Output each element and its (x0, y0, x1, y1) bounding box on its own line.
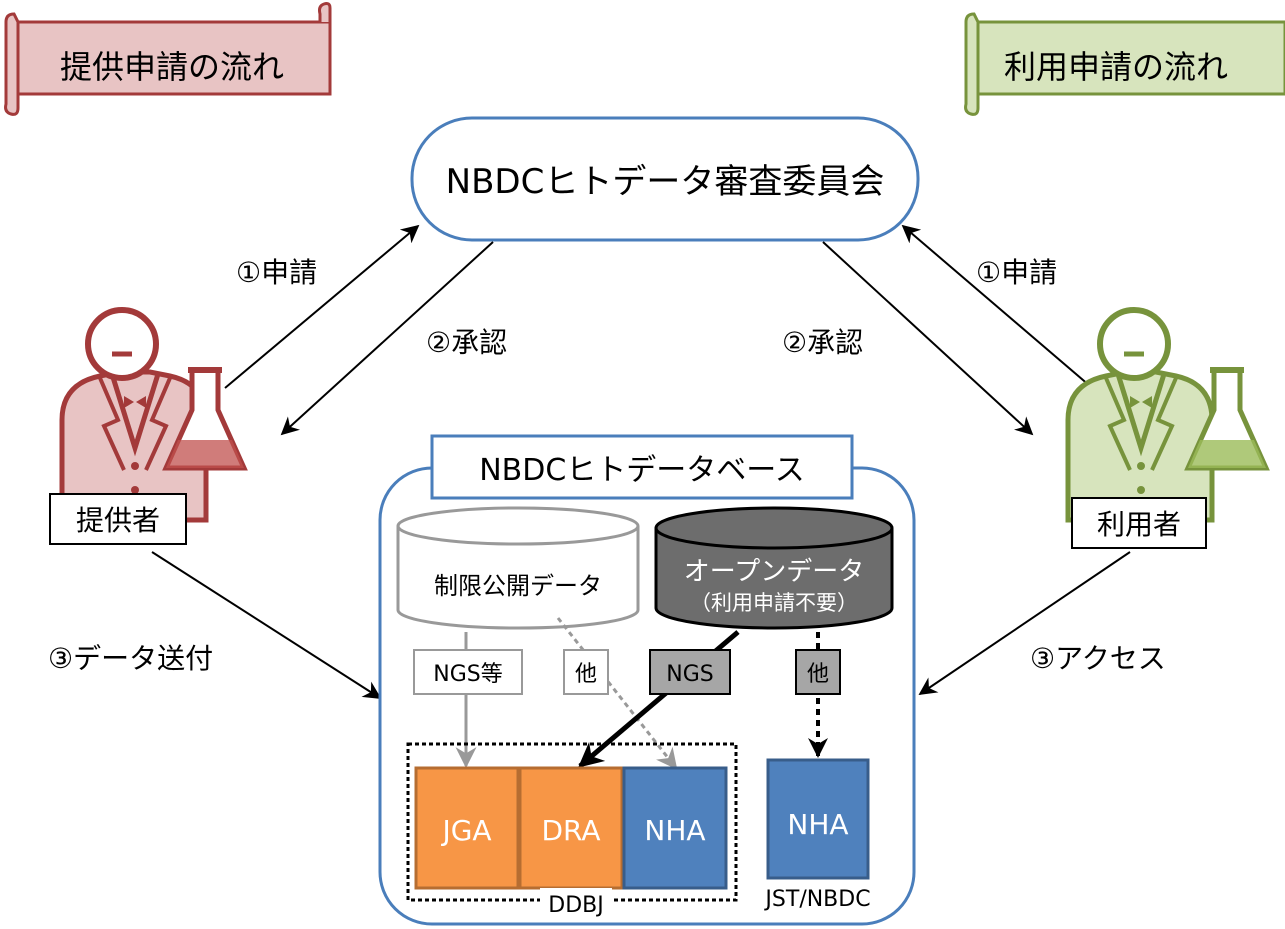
flask-icon (162, 367, 248, 471)
jst-nbdc-label: JST/NBDC (763, 887, 870, 912)
scroll-banner-icon (964, 12, 1285, 116)
right-access-arrow (918, 551, 1131, 696)
jga-box: JGA (414, 766, 520, 890)
flask-icon (1184, 367, 1270, 471)
right-approve-label: ②承認 (782, 326, 863, 359)
database-cylinder-icon (654, 506, 894, 630)
open-data-label: オープンデータ (684, 557, 864, 587)
nha-ddbj-box: NHA (622, 766, 728, 890)
right-approve-arrow (822, 241, 1034, 436)
svg-text:他: 他 (575, 662, 597, 687)
svg-text:NHA: NHA (644, 814, 705, 847)
database-title: NBDCヒトデータベース (479, 453, 805, 488)
restricted-other-flow-line (556, 617, 678, 770)
provision-flow-title: 提供申請の流れ (60, 48, 284, 86)
committee-node: NBDCヒトデータ審査委員会 (410, 116, 920, 242)
researcher-icon (59, 307, 209, 523)
tag-other-open: 他 (795, 649, 841, 695)
left-apply-arrow (224, 224, 420, 389)
provider-label: 提供者 (76, 504, 160, 537)
researcher-icon (1065, 307, 1215, 523)
left-send-label: ③データ送付 (48, 642, 213, 675)
left-approve-arrow (280, 241, 494, 436)
database-cylinder-icon (396, 506, 640, 630)
committee-label: NBDCヒトデータ審査委員会 (446, 162, 885, 202)
right-access-label: ③アクセス (1030, 642, 1166, 675)
svg-text:他: 他 (807, 662, 829, 687)
svg-text:DRA: DRA (541, 814, 600, 847)
open-data-cylinder: オープンデータ （利用申請不要） (654, 506, 894, 630)
usage-flow-banner: 利用申請の流れ (964, 12, 1285, 116)
svg-text:NGS等: NGS等 (433, 662, 502, 687)
flow-arrows (151, 224, 1131, 699)
ddbj-label: DDBJ (548, 893, 603, 918)
dra-box: DRA (518, 766, 624, 890)
tag-ngs-etc: NGS等 (413, 649, 523, 695)
svg-text:NGS: NGS (666, 662, 713, 687)
svg-text:JGA: JGA (440, 814, 491, 847)
left-send-arrow (151, 551, 382, 699)
restricted-data-cylinder: 制限公開データ (396, 506, 640, 630)
left-apply-label: ①申請 (236, 256, 317, 289)
provider-figure: 提供者 (49, 307, 248, 545)
user-figure: 利用者 (1065, 307, 1270, 549)
left-approve-label: ②承認 (426, 326, 507, 359)
right-apply-label: ①申請 (976, 256, 1057, 289)
user-label: 利用者 (1097, 508, 1181, 541)
open-data-note: （利用申請不要） (690, 591, 858, 615)
restricted-data-label: 制限公開データ (434, 572, 602, 600)
nha-jst-box: NHA (766, 758, 870, 880)
provision-flow-banner: 提供申請の流れ (4, 2, 332, 116)
tag-ngs-open: NGS (649, 649, 731, 695)
tag-other-restricted: 他 (563, 649, 609, 695)
usage-flow-title: 利用申請の流れ (1004, 48, 1228, 86)
svg-text:NHA: NHA (787, 808, 848, 841)
right-apply-arrow (901, 224, 1091, 387)
scroll-banner-icon (4, 2, 332, 116)
